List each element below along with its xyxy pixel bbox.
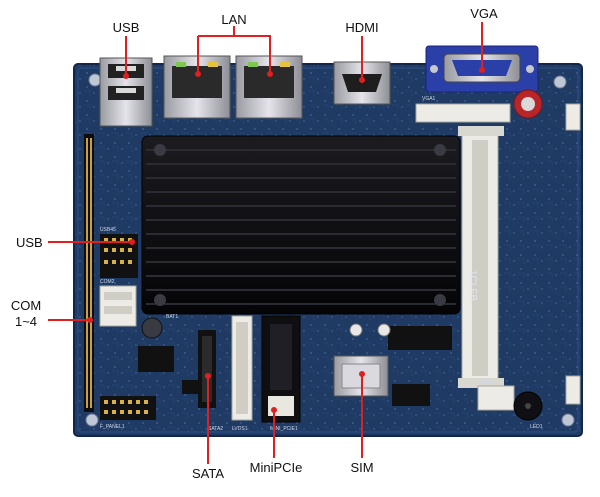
minipcie-slot [261,315,301,423]
chip-cluster [138,326,452,406]
sim-callout: SIM [350,460,374,475]
com-header-silk: COM2 [100,279,115,285]
vga-header [415,103,511,123]
battery-silk: BAT1 [166,314,178,320]
sata-callout: SATA [191,466,225,481]
hdmi-callout: HDMI [345,20,379,35]
heatsink [141,135,461,315]
com-header [99,285,137,327]
lan-callout: LAN [221,12,247,27]
sata-silk: SATA2 [208,426,223,432]
sodimm-silk-label: 1CLFB [467,270,478,301]
lan-port-2 [235,55,303,119]
com-callout-line2: 1~4 [14,314,38,329]
atx-connector [477,385,515,411]
usb-top-callout: USB [112,20,140,35]
usb-header-silk: USB45 [100,227,116,233]
mounting-holes [85,73,575,427]
capacitor [513,89,543,119]
buzzer [513,391,543,421]
vga-callout: VGA [470,6,498,21]
top-right-connector [565,103,581,131]
lvds-connector [231,315,253,421]
vga-silk-label: VGA1 [422,96,436,102]
lvds-silk: LVDS1 [232,426,248,432]
sodimm-slot [458,126,504,388]
front-panel-silk: F_PANEL1 [100,424,125,430]
atx-silk: ATX1 [480,380,492,386]
led-silk: LED1 [530,424,543,430]
front-panel-header [100,396,156,420]
left-pin-column [84,134,94,412]
com-callout-line1: COM [10,298,42,313]
minipcie-callout: MiniPCIe [249,460,303,475]
minipcie-silk: MINI_PCIE1 [270,426,298,432]
side-connector [565,375,581,405]
callout-lines [48,22,485,464]
sata-connector [198,330,216,408]
usb-left-callout: USB [16,235,43,250]
battery-holder [141,317,163,339]
